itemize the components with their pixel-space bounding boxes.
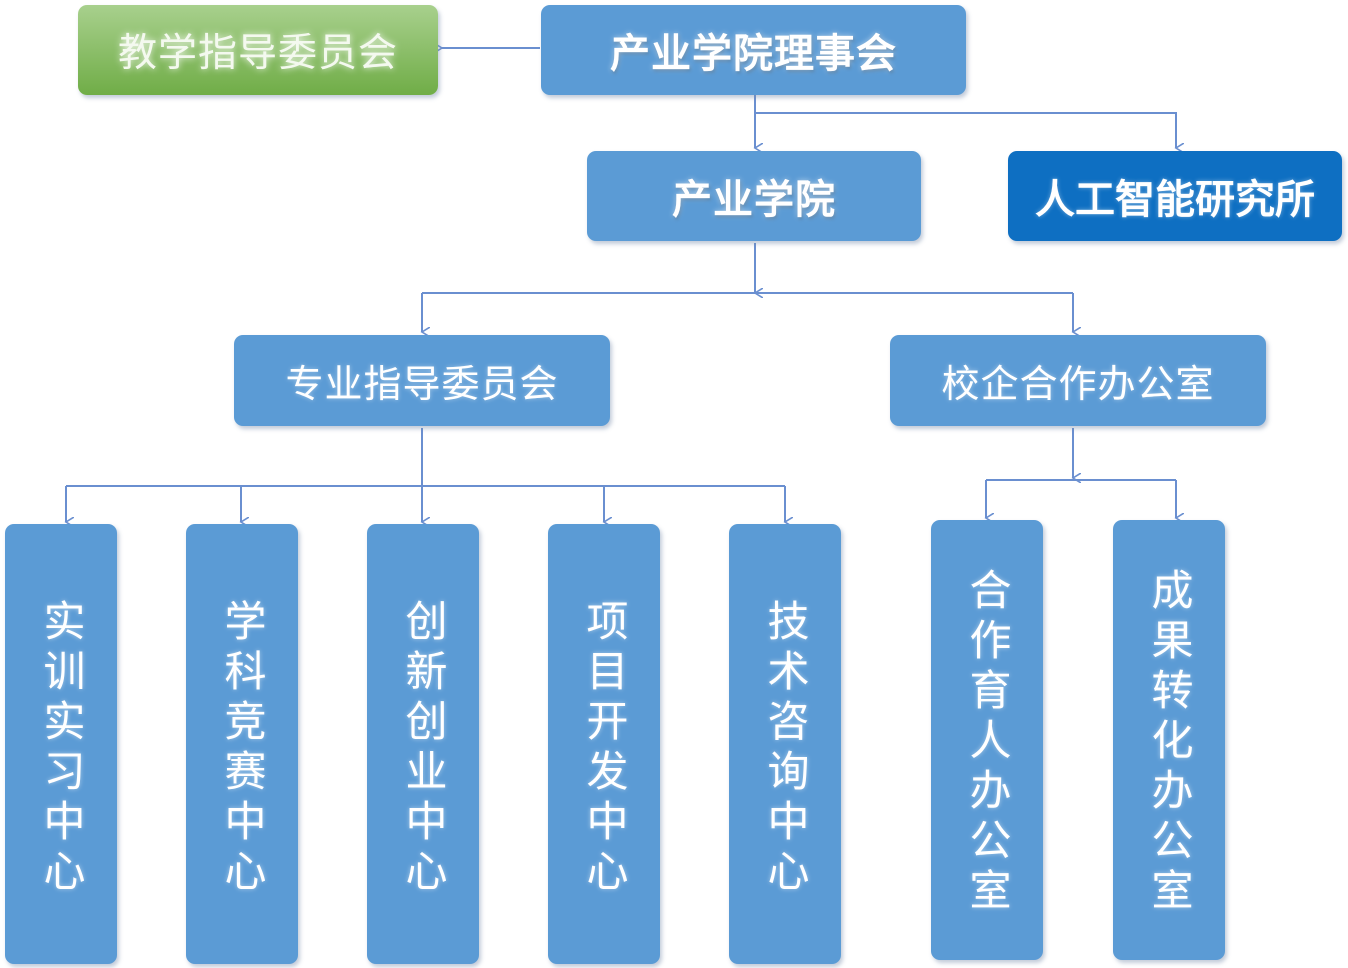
training-center-node: 实训实习中心 [5,524,117,964]
ai-institute-label: 人工智能研究所 [1035,177,1315,223]
training-center-label: 实训实习中心 [37,599,86,899]
innovation-center-label: 创新创业中心 [399,599,448,899]
innovation-center-node: 创新创业中心 [367,524,479,964]
project-center-label: 项目开发中心 [580,599,629,899]
achievement-office-label: 成果转化办公室 [1145,568,1194,918]
achievement-office-node: 成果转化办公室 [1113,520,1225,960]
competition-center-node: 学科竞赛中心 [186,524,298,964]
connector-council-to-ai [755,112,1176,148]
industry-college-node: 产业学院 [587,151,921,241]
ai-institute-node: 人工智能研究所 [1008,151,1342,241]
consulting-center-label: 技术咨询中心 [761,599,810,899]
professional-committee-node: 专业指导委员会 [234,335,610,426]
cooperation-office-node: 校企合作办公室 [890,335,1266,426]
professional-committee-label: 专业指导委员会 [285,362,559,406]
talent-office-node: 合作育人办公室 [931,520,1043,960]
council-label: 产业学院理事会 [610,31,897,77]
teaching-committee-node: 教学指导委员会 [78,5,438,95]
talent-office-label: 合作育人办公室 [963,568,1012,918]
consulting-center-node: 技术咨询中心 [729,524,841,964]
industry-college-label: 产业学院 [672,177,836,223]
council-node: 产业学院理事会 [541,5,966,95]
project-center-node: 项目开发中心 [548,524,660,964]
teaching-committee-label: 教学指导委员会 [117,31,398,76]
competition-center-label: 学科竞赛中心 [218,599,267,899]
cooperation-office-label: 校企合作办公室 [941,362,1215,406]
